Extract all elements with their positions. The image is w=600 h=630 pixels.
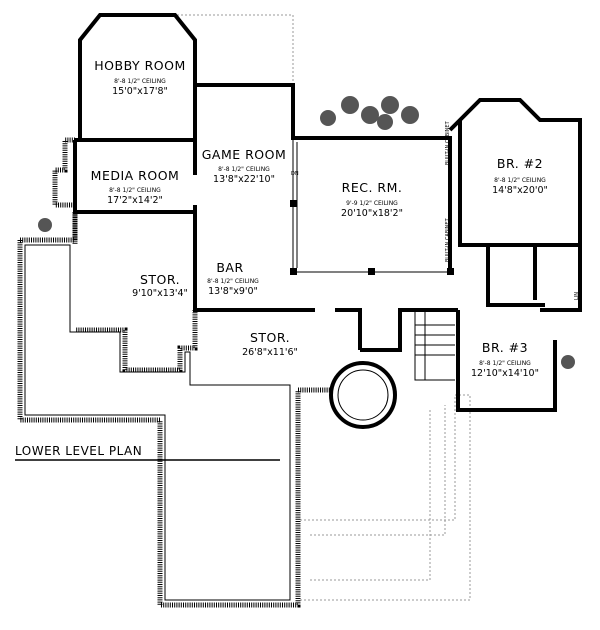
plan-title: LOWER LEVEL PLAN bbox=[15, 444, 280, 461]
room-rec: REC. RM. 9'-9 1/2" CEILING 20'10"x18'2" bbox=[341, 180, 403, 219]
stair-tower bbox=[329, 361, 397, 429]
room-storage-2: STOR. 26'8"x11'6" bbox=[242, 330, 298, 358]
svg-text:8'-8 1/2" CEILING: 8'-8 1/2" CEILING bbox=[494, 177, 546, 184]
bath-walls bbox=[486, 245, 545, 307]
room-hobby: HOBBY ROOM 8'-8 1/2" CEILING 15'0"x17'8" bbox=[94, 58, 185, 97]
built-in-cabinet-label: BUILT-IN CABINET bbox=[445, 120, 451, 165]
svg-text:13'8"x22'10": 13'8"x22'10" bbox=[213, 174, 275, 185]
svg-text:8'-8 1/2" CEILING: 8'-8 1/2" CEILING bbox=[479, 360, 531, 367]
game-room-walls bbox=[193, 83, 452, 350]
svg-text:STOR.: STOR. bbox=[140, 272, 180, 287]
unexcavated-outline bbox=[24, 244, 291, 601]
svg-text:8'-8 1/2" CEILING: 8'-8 1/2" CEILING bbox=[218, 166, 270, 173]
svg-text:9'10"x13'4": 9'10"x13'4" bbox=[132, 288, 188, 299]
svg-text:9'-9 1/2" CEILING: 9'-9 1/2" CEILING bbox=[346, 200, 398, 207]
svg-text:BAR: BAR bbox=[216, 260, 243, 275]
lower-outline bbox=[300, 394, 471, 601]
svg-text:MEDIA ROOM: MEDIA ROOM bbox=[91, 168, 180, 183]
stair-tower-inner bbox=[337, 369, 389, 421]
hobby-room-walls bbox=[78, 13, 197, 140]
room-bar: BAR 8'-8 1/2" CEILING 13'8"x9'0" bbox=[207, 260, 259, 297]
svg-text:HOBBY ROOM: HOBBY ROOM bbox=[94, 58, 185, 73]
svg-text:17'2"x14'2": 17'2"x14'2" bbox=[107, 195, 163, 206]
svg-text:8'-8 1/2" CEILING: 8'-8 1/2" CEILING bbox=[207, 278, 259, 285]
deck-outline bbox=[310, 405, 446, 581]
svg-text:BR. #2: BR. #2 bbox=[497, 156, 543, 171]
media-room-walls bbox=[73, 138, 195, 214]
room-bedroom-2: BR. #2 8'-8 1/2" CEILING 14'8"x20'0" bbox=[492, 156, 548, 196]
linen-label: LIN bbox=[574, 292, 580, 300]
svg-text:8'-8 1/2" CEILING: 8'-8 1/2" CEILING bbox=[109, 187, 161, 194]
bedroom-2-walls bbox=[448, 98, 582, 247]
svg-text:15'0"x17'8": 15'0"x17'8" bbox=[112, 86, 168, 97]
columns bbox=[290, 200, 454, 275]
svg-text:14'8"x20'0": 14'8"x20'0" bbox=[492, 185, 548, 196]
svg-text:26'8"x11'6": 26'8"x11'6" bbox=[242, 347, 298, 358]
shrubs bbox=[38, 96, 575, 369]
svg-text:BR. #3: BR. #3 bbox=[482, 340, 528, 355]
room-bedroom-3: BR. #3 8'-8 1/2" CEILING 12'10"x14'10" bbox=[471, 340, 539, 379]
built-in-cabinet-label-2: BUILT-IN CABINET bbox=[445, 217, 451, 262]
svg-text:STOR.: STOR. bbox=[250, 330, 290, 345]
upper-outline bbox=[125, 14, 294, 85]
storage-foundation-wall bbox=[17, 137, 330, 608]
svg-text:LOWER LEVEL PLAN: LOWER LEVEL PLAN bbox=[15, 444, 142, 458]
stairs bbox=[414, 310, 455, 381]
svg-text:GAME ROOM: GAME ROOM bbox=[202, 147, 287, 162]
room-storage-1: STOR. 9'10"x13'4" bbox=[132, 272, 188, 299]
room-game: GAME ROOM 8'-8 1/2" CEILING 13'8"x22'10" bbox=[202, 147, 287, 185]
svg-text:12'10"x14'10": 12'10"x14'10" bbox=[471, 368, 539, 379]
svg-text:REC. RM.: REC. RM. bbox=[342, 180, 403, 195]
room-media: MEDIA ROOM 8'-8 1/2" CEILING 17'2"x14'2" bbox=[91, 168, 180, 206]
svg-text:20'10"x18'2": 20'10"x18'2" bbox=[341, 208, 403, 219]
svg-text:13'8"x9'0": 13'8"x9'0" bbox=[208, 286, 258, 297]
bedroom-3-walls bbox=[360, 245, 582, 412]
svg-text:8'-8 1/2" CEILING: 8'-8 1/2" CEILING bbox=[114, 78, 166, 85]
down-label: DN bbox=[291, 171, 299, 177]
